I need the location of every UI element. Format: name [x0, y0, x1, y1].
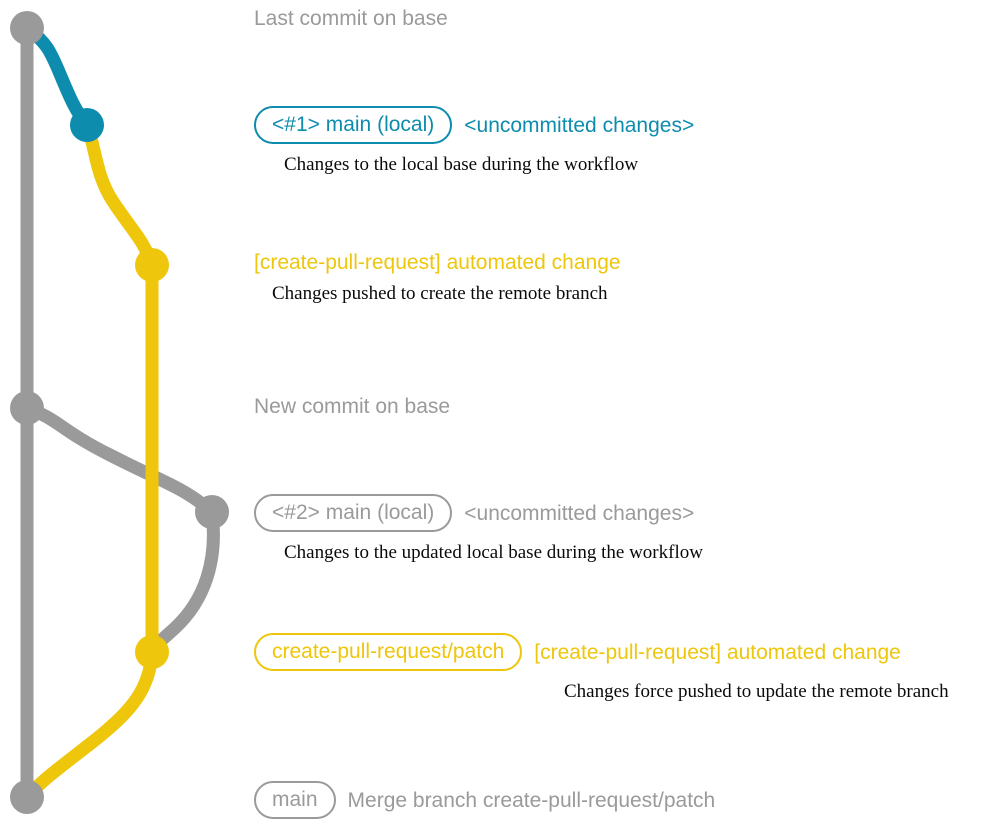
commit-entry-head: Last commit on base [254, 8, 448, 29]
commit-note: Changes to the updated local base during… [284, 542, 703, 563]
commit-subject: <uncommitted changes> [464, 501, 695, 525]
commit-entry-head: create-pull-request/patch [create-pull-r… [254, 633, 901, 671]
edge-base-to-local2 [20, 401, 219, 519]
edge-local1-to-patch1 [80, 118, 159, 272]
edge-patch-to-merge [20, 645, 159, 804]
commit-entry-head: <#2> main (local) <uncommitted changes> [254, 494, 694, 532]
commit-entry-new-commit-on-base: New commit on base [254, 396, 450, 417]
commit-node-local-2[interactable] [195, 495, 229, 529]
commit-entry-merge: main Merge branch create-pull-request/pa… [254, 781, 715, 819]
commit-node-automated-change-2[interactable] [135, 635, 169, 669]
commit-node-merge[interactable] [10, 780, 44, 814]
commit-note: Changes force pushed to update the remot… [564, 681, 949, 702]
commit-entry-local-1: <#1> main (local) <uncommitted changes> … [254, 106, 694, 176]
commit-subject: <uncommitted changes> [464, 113, 695, 137]
commit-note: Changes to the local base during the wor… [284, 154, 639, 175]
commit-note: Changes pushed to create the remote bran… [272, 283, 608, 304]
commit-subject: [create-pull-request] automated change [534, 640, 901, 664]
commit-entry-head: [create-pull-request] automated change [254, 252, 621, 273]
commit-entry-automated-change-1: [create-pull-request] automated change C… [254, 252, 621, 305]
commit-subject: [create-pull-request] automated change [254, 251, 621, 274]
ref-badge-main-local-1[interactable]: <#1> main (local) [254, 106, 453, 144]
commit-node-automated-change-1[interactable] [135, 248, 169, 282]
commit-entry-head: <#1> main (local) <uncommitted changes> [254, 106, 694, 144]
commit-subject: New commit on base [254, 395, 451, 418]
commit-entry-last-commit-on-base: Last commit on base [254, 8, 448, 29]
commit-entry-head: main Merge branch create-pull-request/pa… [254, 781, 715, 819]
commit-node-last-commit-on-base[interactable] [10, 11, 44, 45]
commit-entry-local-2: <#2> main (local) <uncommitted changes> … [254, 494, 703, 564]
commit-subject: Last commit on base [254, 7, 448, 30]
ref-badge-main[interactable]: main [254, 781, 336, 819]
ref-badge-create-pull-request-patch[interactable]: create-pull-request/patch [254, 633, 523, 671]
edge-local2-to-patch [145, 505, 220, 659]
commit-entry-head: New commit on base [254, 396, 450, 417]
commit-node-local-1[interactable] [70, 108, 104, 142]
edge-base-to-local1 [20, 21, 94, 132]
ref-badge-main-local-2[interactable]: <#2> main (local) [254, 494, 453, 532]
commit-entry-automated-change-2: create-pull-request/patch [create-pull-r… [254, 633, 949, 703]
commit-node-new-commit-on-base[interactable] [10, 391, 44, 425]
commit-subject: Merge branch create-pull-request/patch [347, 788, 716, 812]
